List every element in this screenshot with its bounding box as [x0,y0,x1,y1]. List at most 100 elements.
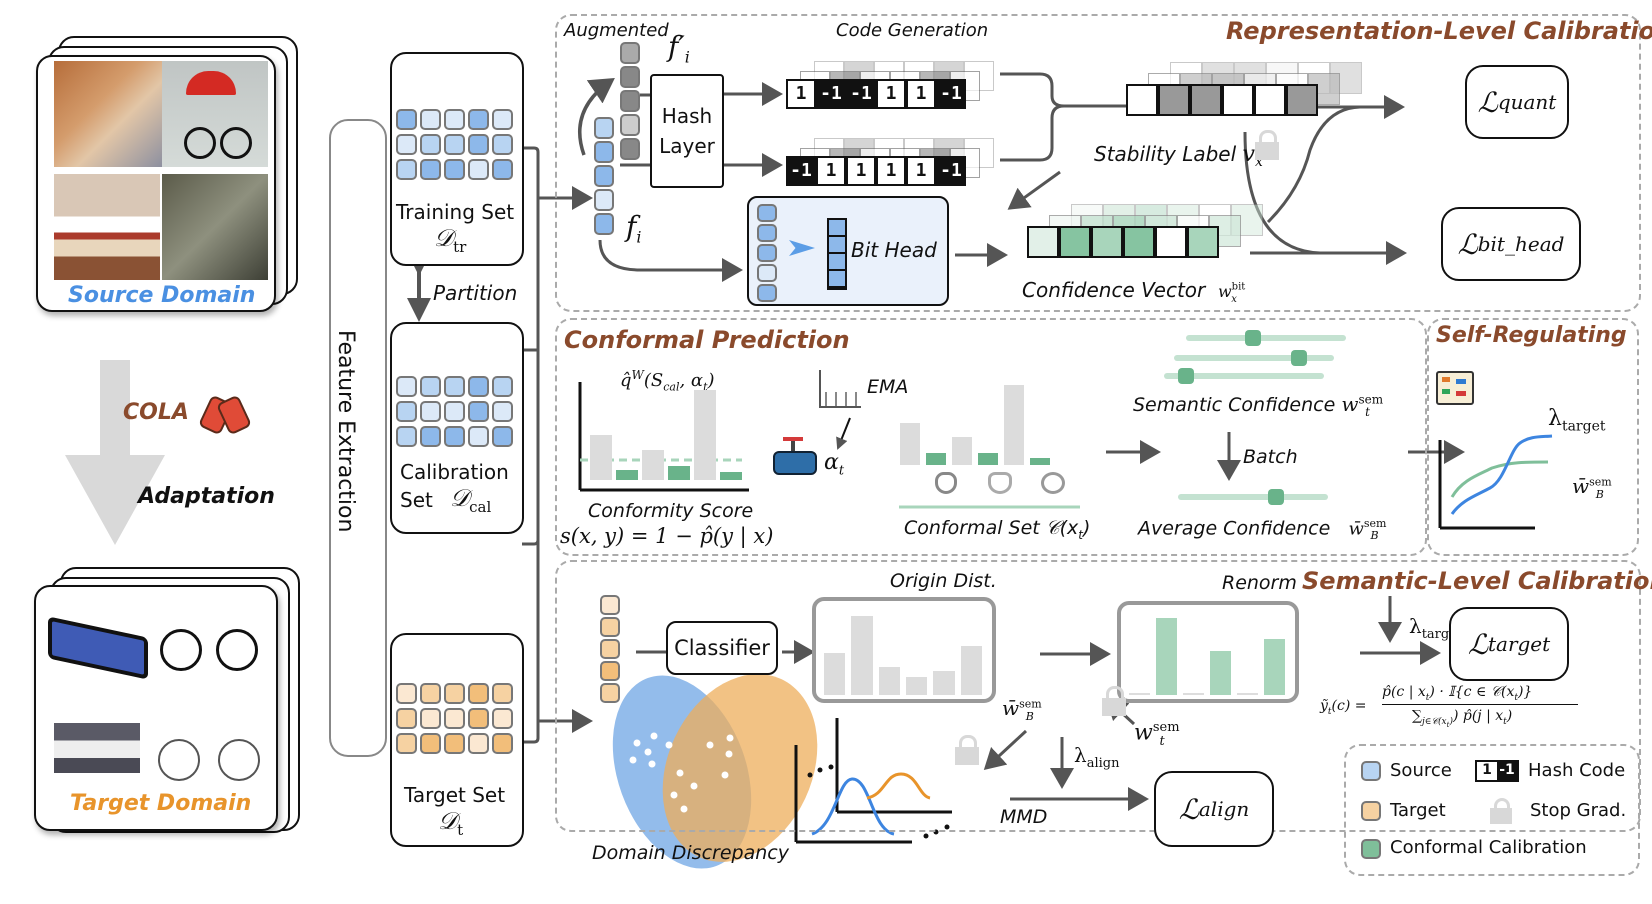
bit-head-box: Bit Head [747,196,949,306]
slider-handle [1267,489,1284,505]
conformity-bar [694,390,716,480]
vector-cell [1091,226,1123,258]
conformal-set-label: Conformal Set 𝒞(xt) [904,517,1091,542]
vector-cell [1222,84,1254,116]
feature-cell [757,244,777,262]
hash-bit: 1 [816,156,846,186]
training-set-symbol: 𝒟tr [434,224,467,256]
source-image-cyclist [162,61,268,167]
f-label: fi [626,210,642,247]
feature-cell [420,376,441,397]
conformal-set-bar [952,437,972,465]
target-feature-column [600,595,620,715]
hash-bit: 1 [876,79,906,109]
average-confidence-label: Average Confidence w̄semB [1138,517,1387,543]
legend-conformal-swatch [1361,839,1381,859]
wbar-sem-label: w̄semB [1002,696,1042,723]
calibration-grid [396,376,516,448]
conformal-set-bar [1004,385,1024,465]
feature-cell [468,134,489,155]
feature-cell [396,109,417,130]
feature-cell [492,401,513,422]
feature-cell [444,708,465,729]
source-domain-label: Source Domain [68,283,256,308]
distribution-bar [851,615,873,695]
feature-extraction-label: Feature Extraction [333,330,358,533]
target-image-blue-bed [48,613,148,680]
feature-cell [492,159,513,180]
conformal-set-bars [900,385,1072,465]
vector-cell [1158,84,1190,116]
hash-bit: -1 [936,156,966,186]
target-set-symbol: 𝒟t [438,807,464,839]
distribution-bar [1264,638,1285,695]
legend-target-label: Target [1390,800,1446,821]
feature-cell [594,141,614,163]
target-distribution-ellipse [662,674,818,862]
vector-cell [1286,84,1318,116]
mmd-plot [794,718,952,844]
feature-cell [620,66,640,88]
conformity-score-label: Conformity Score [588,500,754,522]
self-reg-lambda-label: λtarget [1548,406,1606,435]
origin-dist-label: Origin Dist. [890,570,997,592]
distribution-bar [824,652,846,695]
feature-cell [757,224,777,242]
mmd-label: MMD [1000,806,1048,828]
alpha-label: αt [824,450,845,479]
feature-cell [468,401,489,422]
target-image-grey-bed [54,723,140,773]
legend-target-swatch [1361,801,1381,821]
feature-column [594,117,614,237]
hash-bit: 1 [846,156,876,186]
legend-source-label: Source [1390,760,1452,781]
hash-bit: 1 [876,156,906,186]
feature-cell [620,90,640,112]
vector-cell [1027,226,1059,258]
hash-layer-label-line1: Hash [661,104,713,128]
training-grid [396,109,516,181]
renorm-dist-chart [1117,601,1299,703]
projection-arrow-icon [789,240,815,256]
feature-cell [420,708,441,729]
hash-bit: 1 [786,79,816,109]
feature-cell [444,426,465,447]
f-prime-label: f′i [668,30,690,67]
ema-chart-icon [819,370,861,408]
distribution-bar [960,645,982,695]
representation-title: Representation-Level Calibration [1226,17,1652,45]
feature-cell [396,134,417,155]
legend-lock-icon [1490,798,1512,824]
hash-bit: 1 [906,79,936,109]
classifier-button: Classifier [666,621,778,675]
feature-cell [620,138,640,160]
feature-cell [620,42,640,64]
conformity-bar [616,470,638,480]
feature-cell [444,733,465,754]
feature-cell [396,376,417,397]
distribution-bar-zero [1129,693,1150,695]
feature-cell [396,401,417,422]
distribution-bar [933,671,955,695]
feature-cell [468,426,489,447]
feature-cell [492,134,513,155]
legend-panel [1344,744,1640,876]
feature-cell [757,204,777,222]
conformity-bars [590,380,750,480]
legend-hash-code-sample: 1 -1 [1475,760,1519,782]
feature-cell [468,683,489,704]
feature-cell [420,109,441,130]
hash-bit: -1 [936,79,966,109]
quantile-label: q̂W(Scal, αt) [620,368,715,394]
conformal-set-bar [900,423,920,465]
slider-handle [1178,368,1195,384]
semantic-level-panel [555,560,1641,832]
ema-label: EMA [867,376,909,398]
hash-bit: -1 [846,79,876,109]
distribution-bar-zero [1237,693,1258,695]
hash-bit: -1 [816,79,846,109]
stability-label-text: Stability Label vx [1094,142,1263,170]
calibration-set-label-line2: Set [400,488,433,512]
